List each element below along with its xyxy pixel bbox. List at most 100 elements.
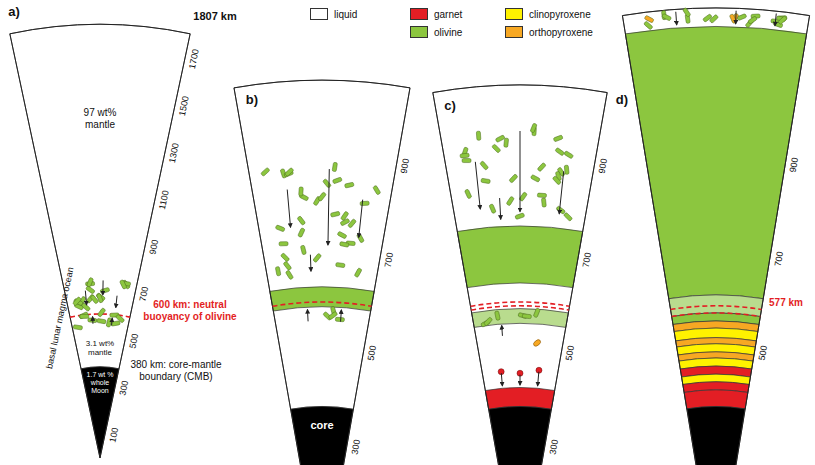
crystal	[495, 311, 501, 321]
scale-tick: 100	[107, 426, 120, 443]
motion-arrow	[775, 14, 776, 26]
crystal	[97, 318, 107, 324]
crystal	[492, 144, 501, 153]
annotation-label: 1.7 wt % whole Moon	[83, 371, 117, 395]
crystal	[73, 325, 83, 330]
layer-band	[472, 309, 569, 328]
scale-tick: 1100	[157, 189, 171, 210]
crystal	[464, 189, 471, 199]
crystal	[748, 16, 758, 24]
motion-arrow	[675, 12, 677, 25]
crystal	[261, 167, 270, 176]
wedge-outline	[622, 8, 809, 465]
motion-arrow	[735, 11, 736, 24]
scale-tick: 500	[757, 344, 770, 361]
crystal	[373, 185, 381, 195]
crystal	[330, 211, 340, 217]
annotation-label: d)	[616, 93, 628, 108]
crystal	[460, 153, 469, 158]
crystal	[297, 216, 306, 226]
scale-tick: 500	[564, 345, 577, 362]
crystal	[81, 303, 90, 312]
crystal	[299, 187, 304, 196]
motion-arrow	[559, 171, 563, 214]
layer-band	[485, 388, 554, 410]
crystal	[332, 162, 337, 172]
crystal	[285, 270, 293, 280]
legend-text: orthopyroxene	[529, 27, 593, 38]
scale-tick: 1300	[167, 142, 181, 164]
layer-band	[489, 406, 552, 465]
legend-text: garnet	[434, 9, 462, 20]
crystal	[683, 7, 691, 17]
crystal	[357, 233, 365, 243]
scale-tick: 300	[349, 438, 362, 455]
layer-band	[622, 8, 809, 409]
wedge-outline	[433, 85, 607, 465]
crystal	[332, 177, 342, 184]
layer-band	[291, 406, 354, 465]
crystal	[564, 151, 574, 159]
scale-tick: 1500	[177, 95, 191, 117]
crystal	[703, 14, 713, 23]
crystal	[354, 268, 362, 278]
crystal	[279, 242, 288, 246]
motion-arrow	[520, 375, 521, 385]
crystal	[530, 175, 540, 183]
crystal	[337, 231, 347, 239]
motion-arrow	[287, 190, 290, 228]
annotation-label: 380 km: core-mantle boundary (CMB)	[124, 359, 228, 382]
scale-tick: 900	[399, 158, 412, 175]
crystal	[280, 253, 289, 262]
legend-text: clinopyroxene	[529, 9, 591, 20]
legend-item: orthopyroxene	[505, 26, 593, 38]
crystal	[86, 286, 96, 294]
crystal	[275, 266, 281, 276]
crystal	[318, 192, 327, 202]
motion-arrow	[500, 198, 501, 219]
legend-item: olivine	[410, 26, 462, 38]
crystal	[106, 318, 112, 328]
legend-item: garnet	[410, 8, 462, 20]
crystal	[481, 178, 491, 183]
annotation-label: core	[310, 419, 333, 432]
motion-arrow	[340, 310, 342, 322]
buoyancy-line	[273, 302, 372, 306]
scale-tick: 500	[366, 345, 379, 362]
annotation-label: 3.1 wt% mantle	[78, 339, 122, 357]
crystal	[537, 162, 546, 171]
crystal	[340, 218, 350, 226]
crystal	[662, 13, 672, 21]
crystal	[298, 228, 305, 238]
motion-arrow	[520, 131, 521, 212]
motion-arrow	[310, 255, 312, 272]
crystal	[489, 204, 496, 214]
layer-band	[234, 80, 410, 409]
crystal	[300, 245, 306, 255]
scale-tick: 900	[597, 158, 610, 175]
crystal	[522, 314, 531, 319]
crystal	[323, 179, 332, 188]
crystal	[119, 280, 127, 290]
crystal	[115, 314, 124, 323]
crystal	[480, 161, 489, 170]
crystal	[530, 123, 537, 133]
scale-tick: 700	[137, 285, 150, 302]
wedge-outline	[10, 24, 190, 458]
crystal	[283, 261, 292, 271]
crystal	[564, 165, 569, 174]
crystal	[509, 174, 518, 183]
annotation-label: 577 km	[769, 297, 803, 309]
crystal	[100, 287, 110, 293]
crystal	[344, 182, 354, 188]
layer-band	[81, 367, 119, 458]
crystal	[73, 297, 82, 306]
legend-swatch	[310, 8, 328, 20]
crystal	[336, 262, 345, 267]
annotation-label: b)	[246, 93, 258, 108]
crystal	[313, 253, 322, 263]
wedge-outline	[234, 80, 410, 465]
crystal	[484, 317, 493, 326]
crystal	[644, 15, 654, 23]
motion-arrow	[501, 325, 503, 335]
